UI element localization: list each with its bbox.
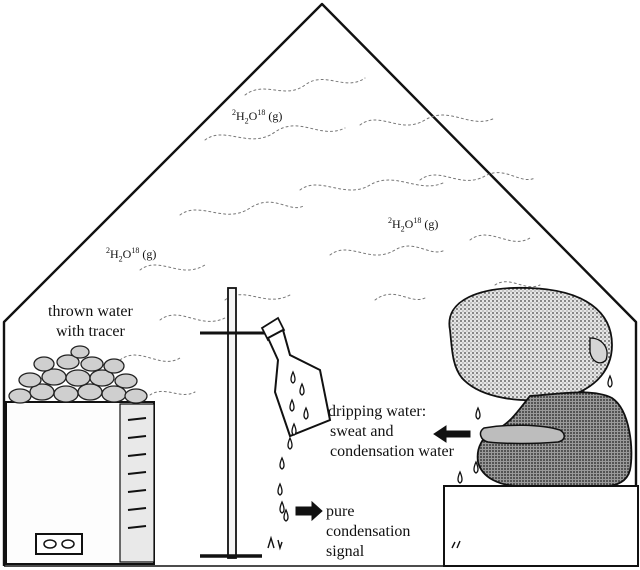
bench [443,485,639,567]
steam-wisps [119,77,541,396]
pure-condensation-label: pure condensation signal [326,503,411,560]
vapor-label-left: 2H2O18 (g) [106,246,157,264]
condensation-bottle [260,316,332,438]
vapor-label-right: 2H2O18 (g) [388,216,439,234]
sauna-stones [8,345,148,404]
vapor-label-top: 2H2O18 (g) [232,108,283,126]
dripping-water-label: dripping water: sweat and condensation w… [328,403,454,460]
arrows [295,425,471,522]
sauna-stove [5,401,155,565]
thrown-water-label: thrown water with tracer [48,303,133,340]
sketch-marks [267,535,461,551]
sitting-person [448,286,633,488]
